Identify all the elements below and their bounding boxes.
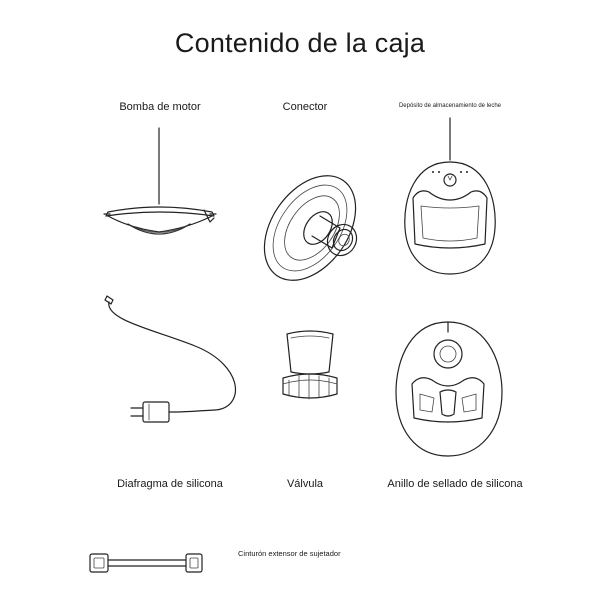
sealing-ring-icon xyxy=(390,318,510,458)
valve-icon xyxy=(275,328,345,408)
charging-cable-icon xyxy=(95,290,255,440)
page-title: Contenido de la caja xyxy=(0,28,600,59)
bra-extender-belt-icon xyxy=(88,548,208,578)
item-label-milk-container: Depósito de almacenamiento de leche xyxy=(370,103,530,109)
motor-pump-icon xyxy=(100,128,220,243)
item-label-motor-pump: Bomba de motor xyxy=(80,101,240,113)
item-label-bra-extender: Cinturón extensor de sujetador xyxy=(238,546,348,562)
milk-container-icon xyxy=(395,118,505,278)
item-label-sealing-ring: Anillo de sellado de silicona xyxy=(375,478,535,490)
connector-flange-icon xyxy=(260,160,370,290)
item-label-valve: Válvula xyxy=(225,478,385,490)
item-label-connector: Conector xyxy=(225,101,385,113)
